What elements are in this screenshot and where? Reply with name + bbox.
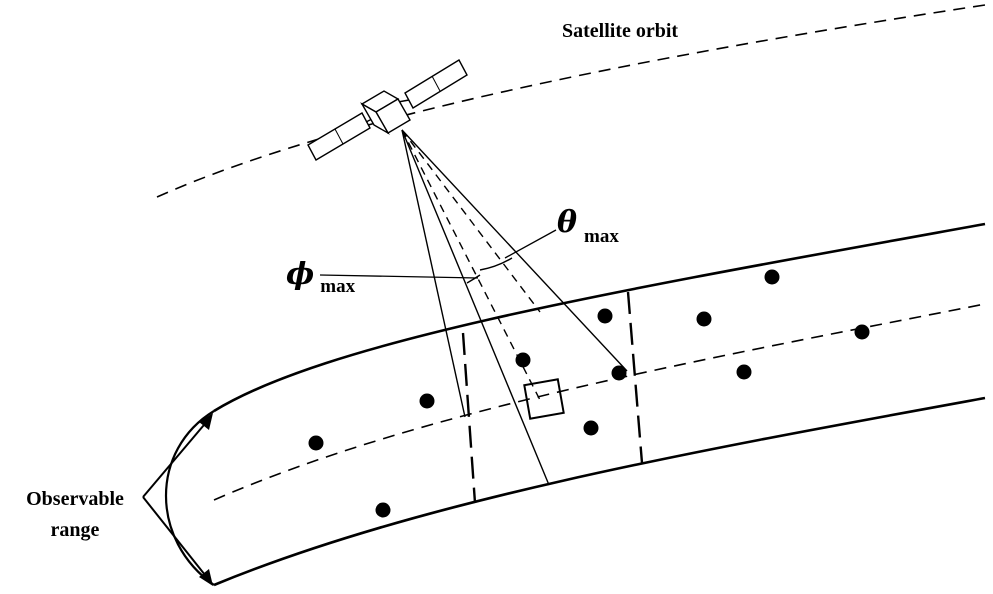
theta-angle-arc [479,257,513,271]
window-left-boundary [461,332,477,504]
swath-lower-boundary [213,396,986,587]
theta-subscript: max [584,226,619,247]
ground-target [736,364,752,380]
ground-target [515,352,531,368]
ground-target [583,420,599,436]
range-arrow-upper-head [199,413,213,430]
phi-subscript: max [320,276,355,297]
ground-targets [308,269,870,518]
phi-max-label: ϕ max [286,257,356,297]
ground-target [308,435,324,451]
theta-max-label: θ max [557,205,619,247]
ray-outer-right [401,129,628,372]
theta-leader-line [504,229,557,259]
solar-panel-right-divider [431,75,441,92]
phi-leader-line [319,274,479,279]
ray-inner-right-dashed [401,129,541,313]
theta-symbol: θ [557,205,577,240]
swath-left-edge [164,410,215,586]
ray-inner-left [401,129,550,486]
ground-target [375,502,391,518]
phi-angle-arc [466,274,481,284]
range-arrow-lower-line [142,496,210,581]
range-arrow-lower-head [199,569,213,586]
satellite-body-side [360,102,390,135]
ray-center-dashed [401,129,541,401]
ground-target [611,365,627,381]
observable-range-label-line2: range [51,519,100,541]
ground-target [854,324,870,340]
ray-outer-left [401,129,466,418]
swath-upper-boundary [213,222,986,413]
satellite-orbit-label: Satellite orbit [562,20,678,42]
phi-symbol: ϕ [286,257,314,292]
observable-range-indicator [142,413,213,586]
range-arrow-upper-line [142,418,210,498]
window-right-boundary [626,291,644,464]
ground-target [764,269,780,285]
ground-target [597,308,613,324]
ground-track-centerline [213,303,986,501]
ground-target [419,393,435,409]
sensor-rays [401,129,628,486]
solar-panel-left-divider [334,128,344,145]
ground-target [696,311,712,327]
sensor-footprint-square [523,378,565,420]
satellite-orbit-path [156,4,986,198]
observable-range-label-line1: Observable [26,488,124,510]
satellite-icon [307,59,468,161]
